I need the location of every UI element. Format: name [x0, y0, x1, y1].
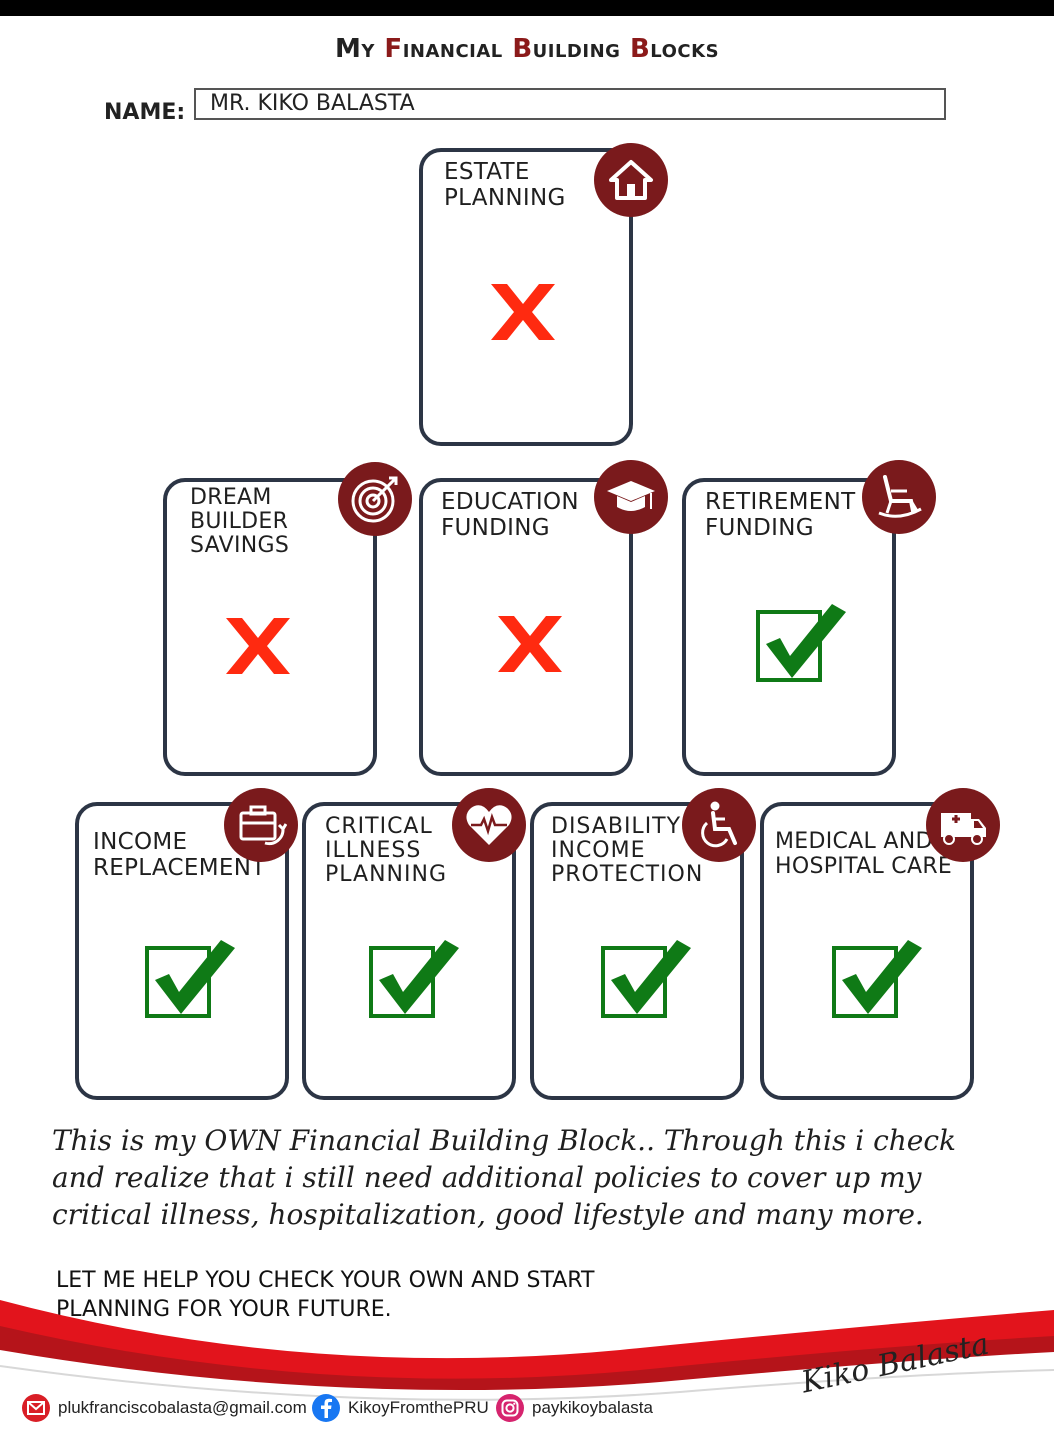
contact-instagram[interactable]: paykikoybalasta — [496, 1394, 653, 1422]
block-label: DREAM BUILDER SAVINGS — [190, 485, 290, 559]
name-field[interactable]: MR. KIKO BALASTA — [194, 88, 946, 120]
title-part: B — [512, 34, 533, 64]
check-mark — [143, 936, 239, 1025]
contact-facebook-text: KikoyFromthePRU — [348, 1398, 489, 1417]
block-retirement-funding — [682, 478, 896, 776]
call-to-action: LET ME HELP YOU CHECK YOUR OWN AND START… — [56, 1268, 595, 1322]
email-icon — [22, 1394, 50, 1422]
title-part: inancial — [402, 34, 513, 64]
check-mark — [830, 936, 926, 1025]
block-label: INCOME REPLACEMENT — [93, 829, 266, 881]
block-label: RETIREMENT FUNDING — [705, 489, 856, 541]
cross-mark — [487, 280, 559, 349]
check-mark — [599, 936, 695, 1025]
block-education-funding — [419, 478, 633, 776]
contact-email[interactable]: plukfranciscobalasta@gmail.com — [22, 1394, 307, 1422]
house-icon — [594, 143, 668, 217]
briefcase-cycle-icon — [224, 788, 298, 862]
top-bar — [0, 0, 1054, 16]
check-mark — [754, 600, 850, 689]
block-estate-planning — [419, 148, 633, 446]
check-mark — [367, 936, 463, 1025]
page-title: My Financial Building Blocks — [0, 34, 1054, 64]
block-label: ESTATE PLANNING — [444, 159, 566, 211]
title-part: B — [629, 34, 651, 64]
block-label: MEDICAL AND HOSPITAL CARE — [775, 829, 953, 879]
contact-instagram-text: paykikoybalasta — [532, 1398, 653, 1417]
title-part: uilding — [532, 34, 630, 64]
message-text: This is my OWN Financial Building Block.… — [52, 1124, 957, 1231]
block-label: DISABILITY INCOME PROTECTION — [551, 814, 704, 888]
contact-facebook[interactable]: KikoyFromthePRU — [312, 1394, 489, 1422]
instagram-icon — [496, 1394, 524, 1422]
contact-email-text: plukfranciscobalasta@gmail.com — [58, 1398, 307, 1417]
rocking-chair-icon — [862, 460, 936, 534]
title-part: locks — [650, 34, 720, 64]
cross-mark — [222, 614, 294, 683]
cross-mark — [494, 612, 566, 681]
wheelchair-icon — [682, 788, 756, 862]
heartbeat-icon — [452, 788, 526, 862]
graduation-cap-icon — [594, 460, 668, 534]
title-part: F — [384, 34, 403, 64]
decorative-wave — [0, 1300, 1054, 1440]
title-part: My — [334, 34, 385, 64]
ambulance-icon — [926, 788, 1000, 862]
facebook-icon — [312, 1394, 340, 1422]
name-label: NAME: — [104, 100, 186, 125]
block-label: EDUCATION FUNDING — [441, 489, 579, 541]
target-icon — [338, 462, 412, 536]
block-label: CRITICAL ILLNESS PLANNING — [325, 814, 447, 888]
